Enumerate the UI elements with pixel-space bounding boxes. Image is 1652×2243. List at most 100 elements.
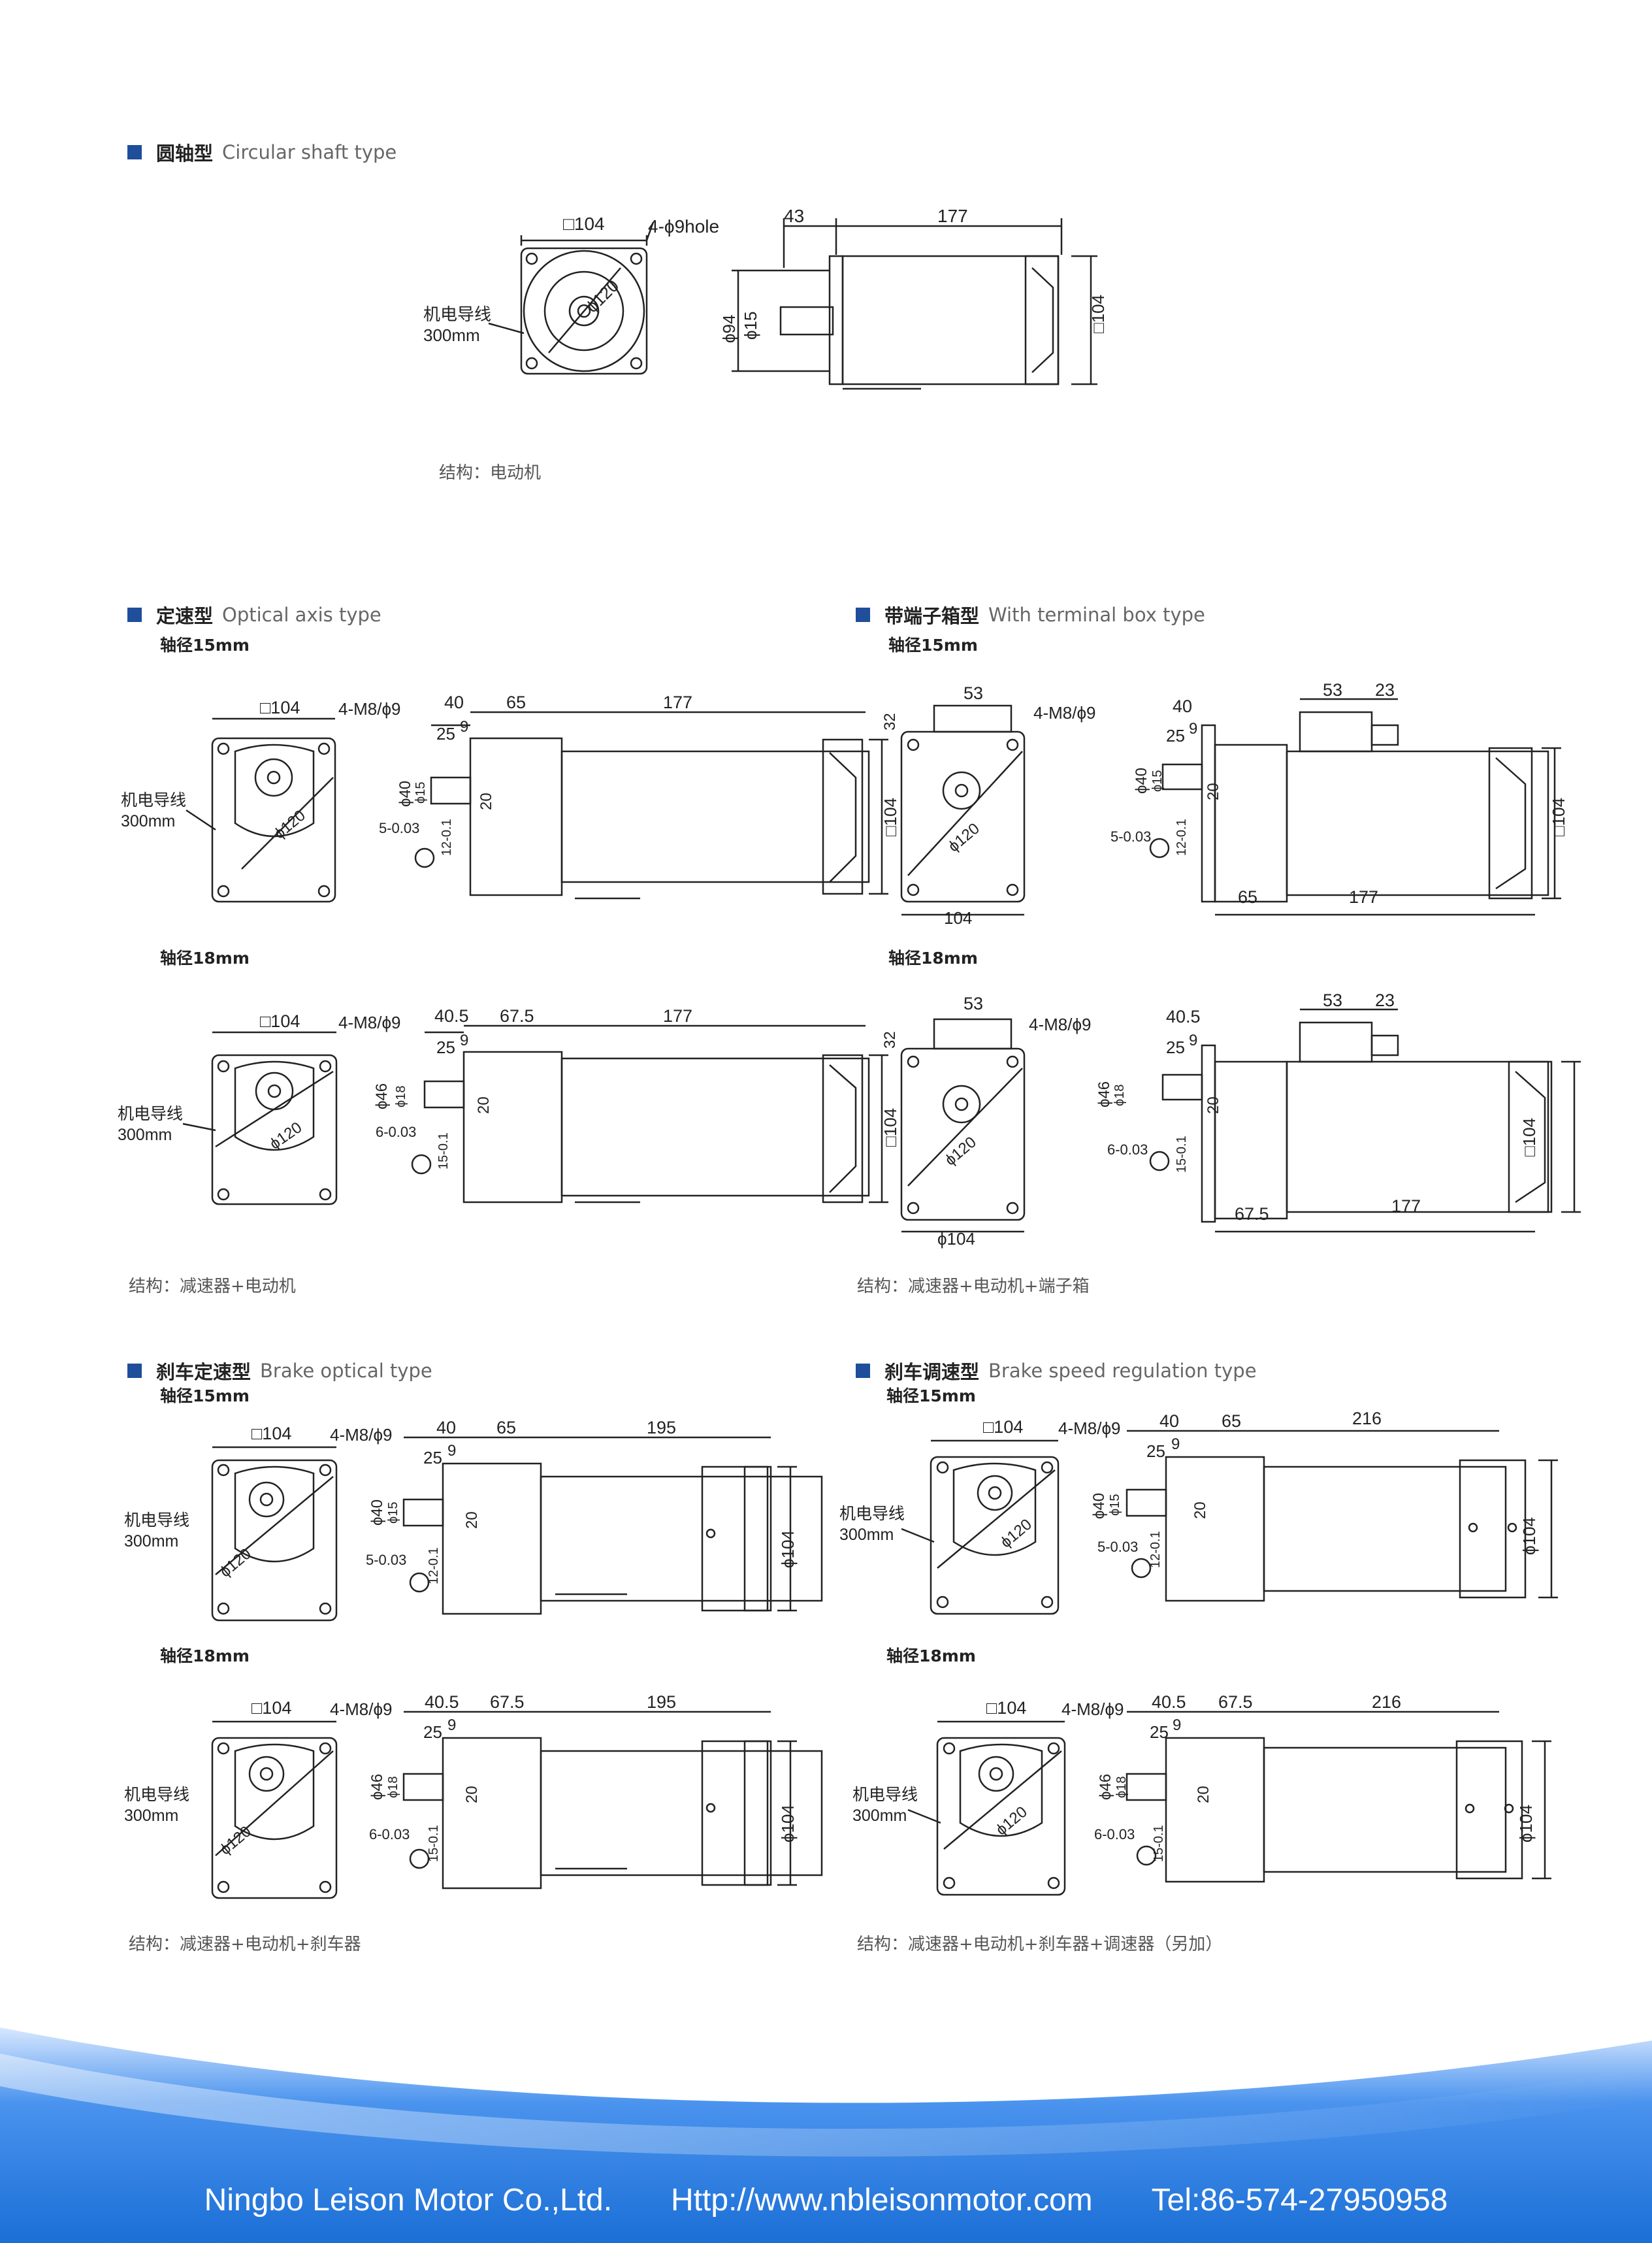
dim-label: ϕ15 bbox=[1108, 1494, 1122, 1516]
dim-label: 25 bbox=[1166, 1038, 1185, 1057]
dim-label: 6-0.03 bbox=[1107, 1141, 1148, 1158]
dim-label: 20 bbox=[1195, 1786, 1212, 1803]
dim-label: 25 bbox=[423, 1448, 442, 1467]
structure-caption: 结构：电动机 bbox=[439, 463, 542, 483]
dim-label: □104 bbox=[983, 1417, 1023, 1437]
section-title-brake-speed: 刹车调速型 Brake speed regulation type bbox=[856, 1357, 1257, 1384]
bullet-square-icon bbox=[856, 1364, 870, 1378]
dim-label: 23 bbox=[1375, 991, 1395, 1010]
dim-label: □104 bbox=[881, 798, 900, 836]
dim-label: ϕ120 bbox=[945, 820, 983, 856]
dim-label: □104 bbox=[251, 1698, 291, 1718]
dim-label: 4-M8/ϕ9 bbox=[338, 1013, 400, 1032]
dim-label: □104 bbox=[1549, 798, 1568, 836]
dim-label: 9 bbox=[1173, 1716, 1181, 1734]
brake-15mm-drawing: □104 4-M8/ϕ9 机电导线 300mm 40 65 195 25 9 ϕ… bbox=[124, 1418, 823, 1622]
dim-label: 67.5 bbox=[490, 1692, 525, 1712]
website-link[interactable]: Http://www.nbleisonmotor.com bbox=[671, 2183, 1093, 2218]
dim-label: □104 bbox=[251, 1424, 291, 1443]
dim-label: 177 bbox=[1349, 887, 1378, 907]
dim-label: 195 bbox=[647, 1692, 676, 1712]
dim-label: 15-0.1 bbox=[427, 1825, 441, 1862]
bullet-square-icon bbox=[856, 608, 870, 622]
dim-label: ϕ46 bbox=[1095, 1081, 1113, 1107]
telephone: Tel:86-574-27950958 bbox=[1151, 2183, 1448, 2218]
dim-label: 5-0.03 bbox=[379, 820, 419, 836]
dim-label: ϕ18 bbox=[1114, 1776, 1129, 1798]
dim-label: 65 bbox=[1222, 1411, 1241, 1431]
dim-label: ϕ104 bbox=[778, 1805, 798, 1842]
lead-wire-label: 机电导线 bbox=[124, 1786, 189, 1804]
lead-wire-label: 机电导线 bbox=[423, 304, 491, 324]
dim-label: 25 bbox=[436, 724, 455, 744]
lead-length-label: 300mm bbox=[839, 1526, 894, 1544]
dim-label: 6-0.03 bbox=[369, 1826, 410, 1842]
dim-label: 20 bbox=[1205, 1096, 1222, 1114]
lead-wire-label: 机电导线 bbox=[118, 1105, 183, 1123]
dim-label: 4-M8/ϕ9 bbox=[330, 1699, 392, 1719]
dim-label: 9 bbox=[1189, 720, 1197, 738]
dim-label: 53 bbox=[964, 994, 983, 1013]
shaft-size-label: 轴径18mm bbox=[160, 949, 250, 968]
shaft-size-label: 轴径18mm bbox=[160, 1646, 250, 1665]
dim-label: 5-0.03 bbox=[1097, 1539, 1138, 1555]
dim-label: 67.5 bbox=[1218, 1692, 1253, 1712]
dim-label: ϕ94 bbox=[719, 315, 739, 343]
circular-shaft-drawing: □104 4-ϕ9hole 机电导线 300mm 43 177 □104 ϕ94… bbox=[423, 206, 1108, 390]
structure-caption: 结构：减速器+电动机+刹车器 bbox=[129, 1935, 361, 1954]
dim-label: ϕ40 bbox=[1133, 768, 1150, 794]
dim-label: 4-ϕ9hole bbox=[648, 216, 719, 237]
lead-length-label: 300mm bbox=[423, 325, 480, 345]
bullet-square-icon bbox=[127, 145, 142, 159]
structure-caption: 结构：减速器+电动机 bbox=[129, 1277, 296, 1296]
dim-label: 65 bbox=[1238, 887, 1257, 907]
lead-wire-label: 机电导线 bbox=[839, 1505, 905, 1523]
dim-label: □104 bbox=[260, 698, 300, 717]
dim-label: 12-0.1 bbox=[427, 1547, 441, 1584]
dim-label: 20 bbox=[1205, 783, 1222, 800]
dim-label: 20 bbox=[1191, 1501, 1209, 1519]
dim-label: 4-M8/ϕ9 bbox=[330, 1425, 392, 1445]
dim-label: ϕ104 bbox=[937, 1229, 975, 1249]
section-title-circular: 圆轴型 Circular shaft type bbox=[127, 139, 397, 166]
dim-label: ϕ18 bbox=[394, 1086, 408, 1107]
dim-label: 15-0.1 bbox=[1174, 1136, 1189, 1173]
dim-label: 67.5 bbox=[500, 1006, 534, 1026]
dim-label: 53 bbox=[1323, 680, 1342, 700]
dim-label: 25 bbox=[1166, 726, 1185, 745]
dim-label: 25 bbox=[423, 1722, 442, 1742]
dim-label: □104 bbox=[1519, 1118, 1539, 1156]
dim-label: ϕ15 bbox=[386, 1502, 400, 1524]
dim-label: 40.5 bbox=[434, 1006, 469, 1026]
dim-label: □104 bbox=[986, 1698, 1026, 1718]
section-title-optical: 定速型 Optical axis type bbox=[127, 601, 381, 629]
dim-label: ϕ120 bbox=[271, 807, 309, 843]
lead-length-label: 300mm bbox=[852, 1807, 907, 1825]
brake-speed-18mm-drawing: □104 4-M8/ϕ9 机电导线 300mm 40.5 67.5 216 25… bbox=[852, 1692, 1551, 1896]
dim-label: 9 bbox=[447, 1716, 456, 1734]
dim-label: 20 bbox=[463, 1786, 481, 1803]
shaft-size-label: 轴径15mm bbox=[888, 636, 978, 655]
brake-18mm-drawing: □104 4-M8/ϕ9 机电导线 300mm 40.5 67.5 195 25… bbox=[124, 1692, 823, 1899]
brake-speed-15mm-drawing: □104 4-M8/ϕ9 机电导线 300mm 40 65 216 25 9 ϕ… bbox=[839, 1409, 1558, 1615]
dim-label: 40 bbox=[1173, 696, 1192, 716]
company-name: Ningbo Leison Motor Co.,Ltd. bbox=[204, 2183, 613, 2218]
dim-label: 20 bbox=[463, 1511, 481, 1529]
dim-label: ϕ15 bbox=[413, 782, 428, 804]
dim-label: 12-0.1 bbox=[1148, 1531, 1163, 1568]
dim-label: 65 bbox=[506, 693, 526, 712]
dim-label: ϕ18 bbox=[386, 1776, 400, 1798]
dim-label: ϕ46 bbox=[368, 1774, 386, 1800]
bullet-square-icon bbox=[127, 1364, 142, 1378]
dim-label: 216 bbox=[1372, 1692, 1401, 1712]
dim-label: 9 bbox=[460, 718, 468, 736]
lead-length-label: 300mm bbox=[121, 812, 175, 830]
dim-label: 104 bbox=[944, 908, 972, 928]
dim-label: 40.5 bbox=[425, 1692, 459, 1712]
lead-length-label: 300mm bbox=[124, 1532, 178, 1550]
dim-label: ϕ120 bbox=[217, 1545, 255, 1581]
shaft-size-label: 轴径15mm bbox=[886, 1386, 976, 1405]
dim-label: 4-M8/ϕ9 bbox=[1061, 1699, 1124, 1719]
dim-label: 25 bbox=[1146, 1441, 1165, 1461]
dim-label: 40.5 bbox=[1166, 1007, 1201, 1026]
